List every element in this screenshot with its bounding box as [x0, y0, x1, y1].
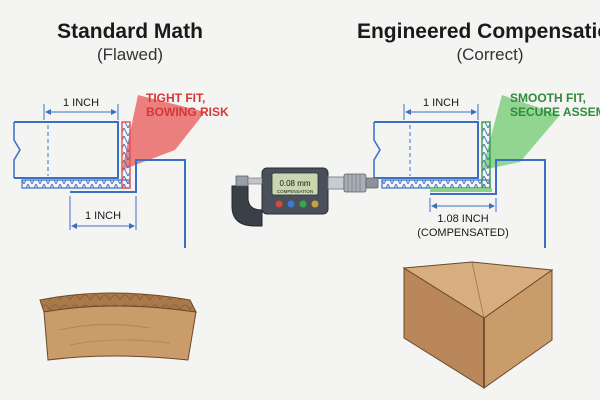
left-callout-line1: TIGHT FIT, — [146, 91, 205, 105]
right-title: Engineered Compensation — [356, 20, 600, 43]
right-callout-wedge — [482, 95, 560, 170]
micrometer-reading: 0.08 mm — [279, 179, 310, 188]
micrometer-thimble — [343, 173, 367, 193]
left-top-dim-label: 1 INCH — [63, 97, 99, 109]
right-wall-bottom — [381, 179, 491, 189]
micrometer-button-3 — [299, 200, 307, 208]
left-callout-wedge — [122, 95, 205, 170]
micrometer-illustration — [231, 167, 379, 227]
micrometer-button-1 — [275, 200, 283, 208]
left-outer-frame — [70, 159, 186, 248]
left-heading: Standard Math (Flawed) — [20, 20, 240, 65]
right-subtitle: (Correct) — [456, 45, 524, 64]
left-joint-diagram — [13, 95, 205, 248]
right-top-dim-label: 1 INCH — [423, 97, 459, 109]
micrometer-sleeve — [327, 176, 345, 190]
right-bottom-dim-label-2: (COMPENSATED) — [417, 227, 508, 239]
micrometer-button-4 — [311, 200, 319, 208]
right-square-box — [402, 261, 554, 389]
left-bowed-box — [39, 292, 197, 361]
right-callout-line1: SMOOTH FIT, — [510, 91, 586, 105]
micrometer-display — [271, 172, 319, 196]
right-bottom-dim-label-1: 1.08 INCH — [437, 213, 488, 225]
right-inner-panel — [374, 121, 479, 179]
left-wall-bottom — [21, 179, 131, 189]
right-outer-frame — [430, 159, 546, 248]
left-wall-side — [121, 121, 131, 189]
left-title: Standard Math — [57, 20, 203, 43]
right-joint-diagram — [373, 95, 560, 248]
right-heading: Engineered Compensation (Correct) — [340, 20, 600, 65]
left-subtitle: (Flawed) — [96, 45, 164, 64]
left-inner-panel — [14, 121, 119, 179]
left-bottom-dim-label: 1 INCH — [85, 210, 121, 222]
right-callout-line2: SECURE ASSEMBLY — [510, 105, 600, 119]
micrometer-button-2 — [287, 200, 295, 208]
micrometer-ratchet — [365, 177, 379, 189]
left-callout-line2: BOWING RISK — [146, 105, 229, 119]
right-compensation-band — [430, 188, 492, 192]
right-wall-side — [481, 121, 491, 189]
micrometer-caption: COMPENSATION — [277, 189, 313, 194]
